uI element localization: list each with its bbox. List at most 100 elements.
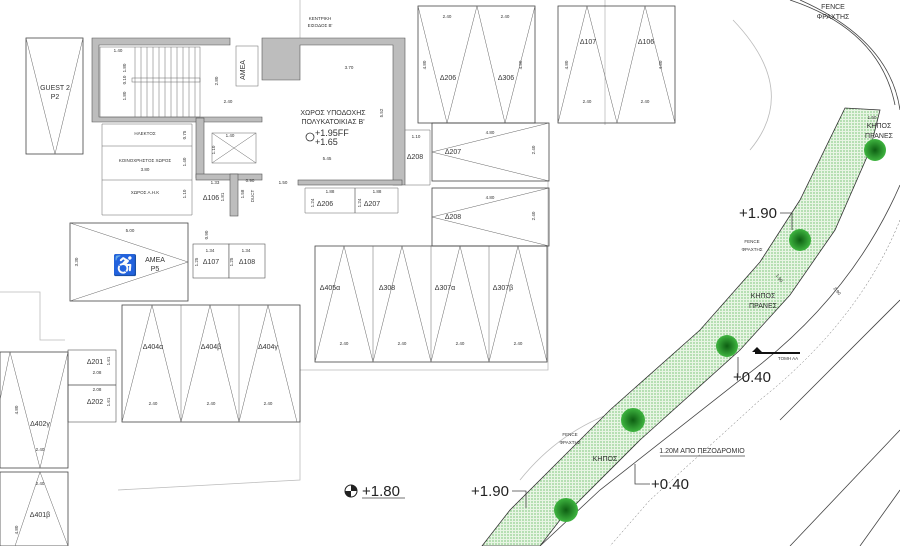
- stairs: [99, 46, 201, 118]
- plan-label: 2.40: [583, 99, 592, 104]
- plan-label: 0.90: [204, 230, 209, 239]
- plan-label: 5.45: [323, 156, 332, 161]
- plan-label: 4.80: [14, 405, 19, 414]
- garden-labels: FENCE ΦΡΑΧΤΗΣ ΚΗΠΟΣ ΠΡΑΝΕΣ 1.50 FENCE ΦΡ…: [559, 4, 893, 463]
- core-building: ΑΜΕΑ 1.40 1.80 0.10 1.80 2.80 2.40 1.40 …: [91, 37, 431, 217]
- plan-label: 4.80: [564, 60, 569, 69]
- plan-label: 2.40: [264, 401, 273, 406]
- site-lines: [0, 0, 772, 491]
- plan-label: 1.40: [226, 133, 235, 138]
- plan-label: 2.40: [36, 447, 45, 452]
- plan-label: 3.70: [345, 65, 354, 70]
- plan-label: ΗΛΕΚΤΟΣ: [134, 131, 155, 136]
- plan-label: P2: [51, 94, 60, 101]
- plan-label: ΦΡΑΧΤΗΣ: [817, 14, 850, 21]
- plan-label: 2.40: [641, 99, 650, 104]
- plan-label: Δ207: [364, 201, 380, 208]
- plan-label: ΚΗΠΟΣ: [593, 456, 618, 463]
- plan-label: 2.40: [224, 99, 233, 104]
- plan-label: 1.20Μ ΑΠΟ ΠΕΖΟΔΡΟΜΙΟ: [659, 448, 745, 455]
- plan-label: 2.40: [207, 401, 216, 406]
- plan-label: Δ404β: [201, 344, 221, 351]
- plan-label: Δ201: [87, 359, 103, 366]
- plan-label: 2.08: [93, 387, 102, 392]
- plan-label: 0.75: [182, 130, 187, 139]
- plan-label: 1.25: [194, 257, 199, 266]
- plan-label: Δ206: [440, 75, 456, 82]
- plan-label: 2.80: [214, 76, 219, 85]
- garden-strip: [481, 0, 900, 546]
- plan-label: 1.34: [242, 248, 251, 253]
- plan-label: 1.25: [229, 257, 234, 266]
- plan-label: 1.61: [106, 356, 111, 365]
- plan-label: 0.90: [246, 178, 255, 183]
- wheelchair-icon: ♿: [113, 253, 138, 277]
- plan-label: Δ307β: [493, 285, 513, 292]
- plan-label: Δ405α: [320, 285, 340, 292]
- plan-label: 1.88: [326, 189, 335, 194]
- plan-label: 1.40: [182, 157, 187, 166]
- plan-label: ΦΡΑΧΤΗΣ: [741, 247, 762, 252]
- plan-label: ΧΩΡΟΣ Α.Η.Κ: [131, 190, 159, 195]
- plan-label: 1.10: [412, 134, 421, 139]
- plan-label: 5.00: [126, 228, 135, 233]
- accessible-parking: ♿ ΑΜΕΑ P5 5.00 3.30: [69, 222, 189, 302]
- plan-label: 1.58: [240, 189, 245, 198]
- plan-label: 1.80: [122, 91, 127, 100]
- tree-icon: [621, 408, 645, 432]
- plan-label: +1.90: [471, 483, 509, 500]
- guest-parking: GUEST 2 P2: [25, 37, 84, 155]
- plan-label: FENCE: [821, 4, 845, 11]
- plan-label: ΧΩΡΟΣ ΥΠΟΔΟΧΗΣ: [300, 110, 366, 117]
- plan-label: 2.40: [501, 14, 510, 19]
- plan-label: 4.80: [422, 60, 427, 69]
- plan-label: Δ208: [445, 214, 461, 221]
- plan-label: Δ404γ: [258, 344, 278, 351]
- section-marker-icon: [752, 347, 800, 354]
- plan-label: 2.40: [456, 341, 465, 346]
- tree-icon: [554, 498, 578, 522]
- plan-label: 2.40: [36, 481, 45, 486]
- plan-label: 2.40: [398, 341, 407, 346]
- plan-label: Δ206: [317, 201, 333, 208]
- plan-label: Δ108: [239, 259, 255, 266]
- plan-label: ΠΡΑΝΕΣ: [749, 303, 778, 310]
- plan-label: ΚΕΝΤΡΙΚΗ: [309, 16, 332, 21]
- plan-label: 0.10: [122, 75, 127, 84]
- plan-label: 3.30: [74, 257, 79, 266]
- plan-label: 2.40: [149, 401, 158, 406]
- plan-label: 1.34: [206, 248, 215, 253]
- parking-left: Δ402γ 2.40 2.40 Δ401β 4.80 4.80: [0, 351, 69, 546]
- parking-middle: Δ405α Δ308 Δ307α Δ307β 2.40 2.40 2.40 2.…: [314, 245, 548, 363]
- plan-label: Δ208: [407, 154, 423, 161]
- plan-label: 1.33: [211, 180, 220, 185]
- tree-icon: [716, 335, 738, 357]
- plan-label: 1.61: [106, 397, 111, 406]
- plan-label: ΠΟΛΥΚΑΤΟΙΚΙΑΣ Β': [301, 119, 364, 126]
- plan-label: 4.80: [518, 60, 523, 69]
- plan-label: GUEST 2: [40, 85, 70, 92]
- plan-label: 4.80: [486, 130, 495, 135]
- plan-label: 1.90: [775, 273, 784, 283]
- plan-label: Δ307α: [435, 285, 455, 292]
- plan-label: +1.65: [315, 137, 338, 147]
- plan-label: 2.40: [340, 341, 349, 346]
- plan-label: 4.80: [486, 195, 495, 200]
- parking-top: Δ206 Δ306 Δ107 Δ106 2.40 2.40 2.40 2.40 …: [417, 5, 676, 124]
- plan-label: ΠΡΑΝΕΣ: [865, 133, 894, 140]
- plan-label: 1.80: [122, 63, 127, 72]
- plan-label: 5.52: [379, 108, 384, 117]
- plan-label: 4.80: [14, 525, 19, 534]
- plan-label: ΦΡΑΧΤΗΣ: [559, 440, 580, 445]
- plan-label: Δ207: [445, 149, 461, 156]
- tree-icon: [789, 229, 811, 251]
- tree-icon: [864, 139, 886, 161]
- plan-label: 1.81: [220, 192, 225, 201]
- trees: [271, 40, 886, 522]
- plan-label: ΚΗΠΟΣ: [751, 293, 776, 300]
- parking-horizontal: Δ207 Δ208 4.80 4.80 2.40 2.40: [431, 122, 550, 247]
- plan-label: ΕΙΣΟΔΟΣ Β': [308, 23, 333, 28]
- plan-label: +0.40: [733, 369, 771, 386]
- plan-label: Δ107: [203, 259, 219, 266]
- plan-label: FENCE: [744, 239, 759, 244]
